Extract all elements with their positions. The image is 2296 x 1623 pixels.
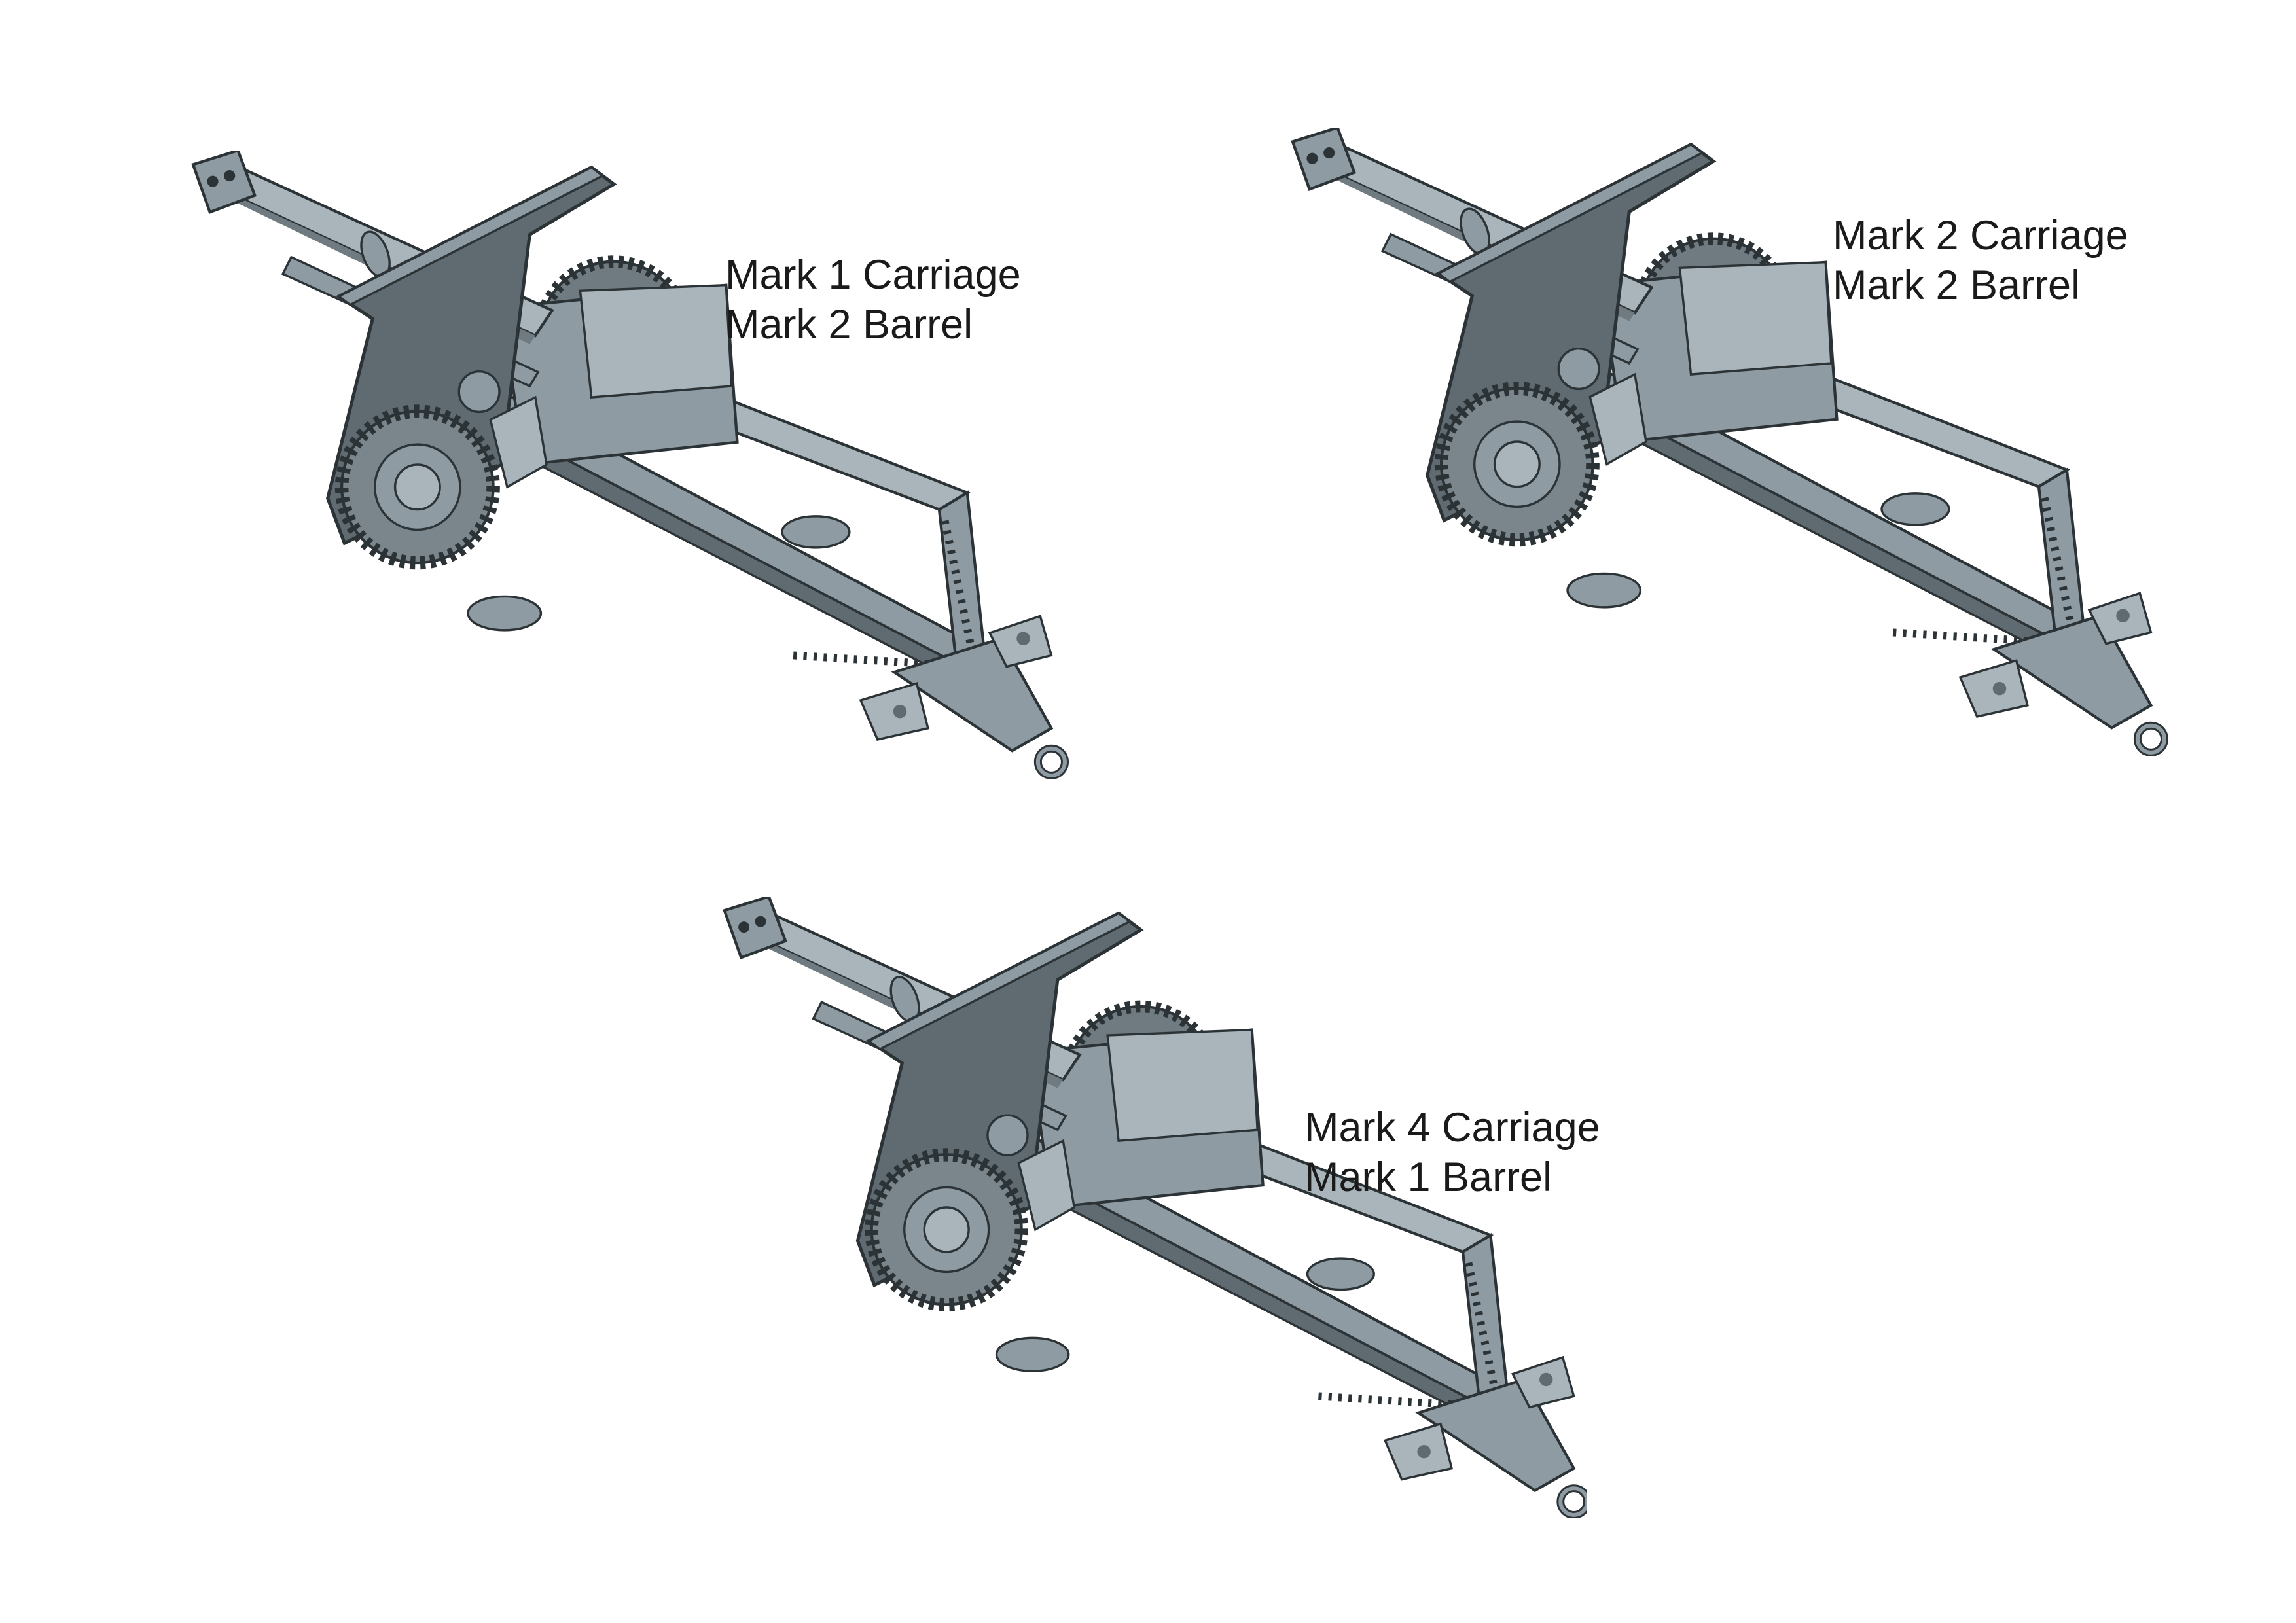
barrel-label: Mark 1 Barrel	[1304, 1154, 1552, 1200]
model-2-caption: Mark 2 Carriage Mark 2 Barrel	[1833, 211, 2128, 310]
model-3-caption: Mark 4 Carriage Mark 1 Barrel	[1304, 1103, 1600, 1202]
field-gun-illustration	[717, 897, 1587, 1518]
carriage-label: Mark 4 Carriage	[1304, 1105, 1600, 1150]
carriage-label: Mark 1 Carriage	[725, 252, 1021, 298]
carriage-label: Mark 2 Carriage	[1833, 213, 2128, 259]
model-1-caption: Mark 1 Carriage Mark 2 Barrel	[725, 250, 1021, 349]
field-gun-model-3	[717, 897, 1587, 1518]
field-gun-model-1	[167, 151, 1083, 779]
barrel-label: Mark 2 Barrel	[1833, 262, 2081, 308]
barrel-label: Mark 2 Barrel	[725, 302, 973, 348]
field-gun-illustration	[167, 151, 1083, 779]
